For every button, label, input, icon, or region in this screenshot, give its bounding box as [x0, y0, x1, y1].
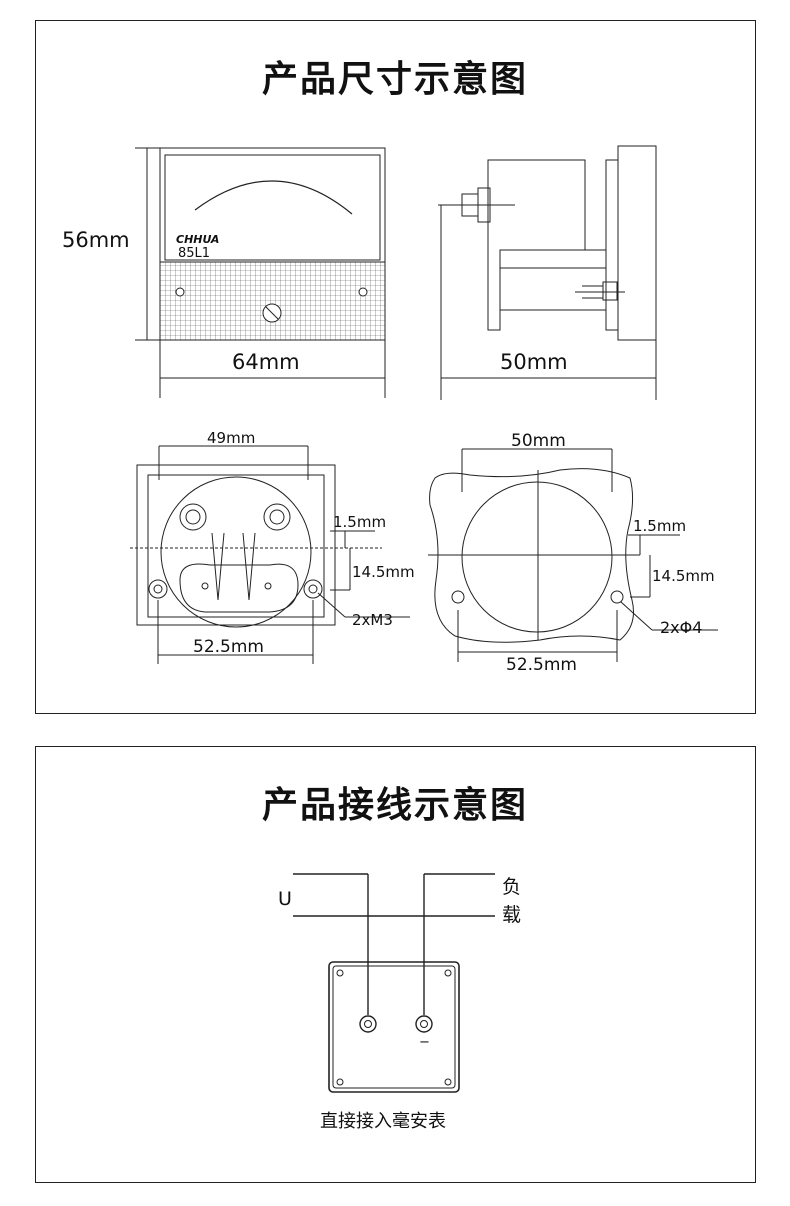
cutout-hole-spacing-label: 52.5mm — [506, 655, 577, 675]
rear-offset-label: 1.5mm — [333, 513, 386, 531]
cutout-diameter-label: 50mm — [511, 431, 566, 451]
cutout-hole-offset-label: 14.5mm — [652, 567, 715, 585]
front-height-label: 56mm — [62, 228, 130, 252]
rear-view — [130, 445, 410, 664]
front-width-label: 64mm — [232, 350, 300, 374]
cutout-holes-label: 2xΦ4 — [660, 618, 702, 637]
load-label-1: 负 — [502, 876, 521, 898]
side-depth-label: 50mm — [500, 350, 568, 374]
rear-hole-offset-label: 14.5mm — [352, 563, 415, 581]
wiring-panel — [35, 746, 756, 1183]
model-label: 85L1 — [178, 246, 210, 261]
cutout-offset-label: 1.5mm — [633, 517, 686, 535]
minus-terminal-label: − — [419, 1035, 430, 1050]
wiring-caption: 直接接入毫安表 — [320, 1111, 446, 1132]
rear-screw-spacing-label: 52.5mm — [193, 637, 264, 657]
wiring-lines — [293, 873, 495, 1015]
brand-label: CHHUA — [176, 233, 219, 246]
side-view — [438, 145, 657, 400]
meter-rear — [328, 961, 460, 1093]
rear-screw-label: 2xM3 — [352, 611, 393, 629]
front-view — [135, 147, 386, 398]
rear-body-width-label: 49mm — [207, 429, 255, 447]
dimensions-title: 产品尺寸示意图 — [261, 59, 528, 100]
cutout-view — [428, 448, 718, 662]
dimensions-panel — [35, 20, 756, 714]
wiring-title: 产品接线示意图 — [261, 785, 528, 826]
load-label-2: 载 — [502, 904, 521, 926]
supply-label: U — [278, 888, 292, 910]
